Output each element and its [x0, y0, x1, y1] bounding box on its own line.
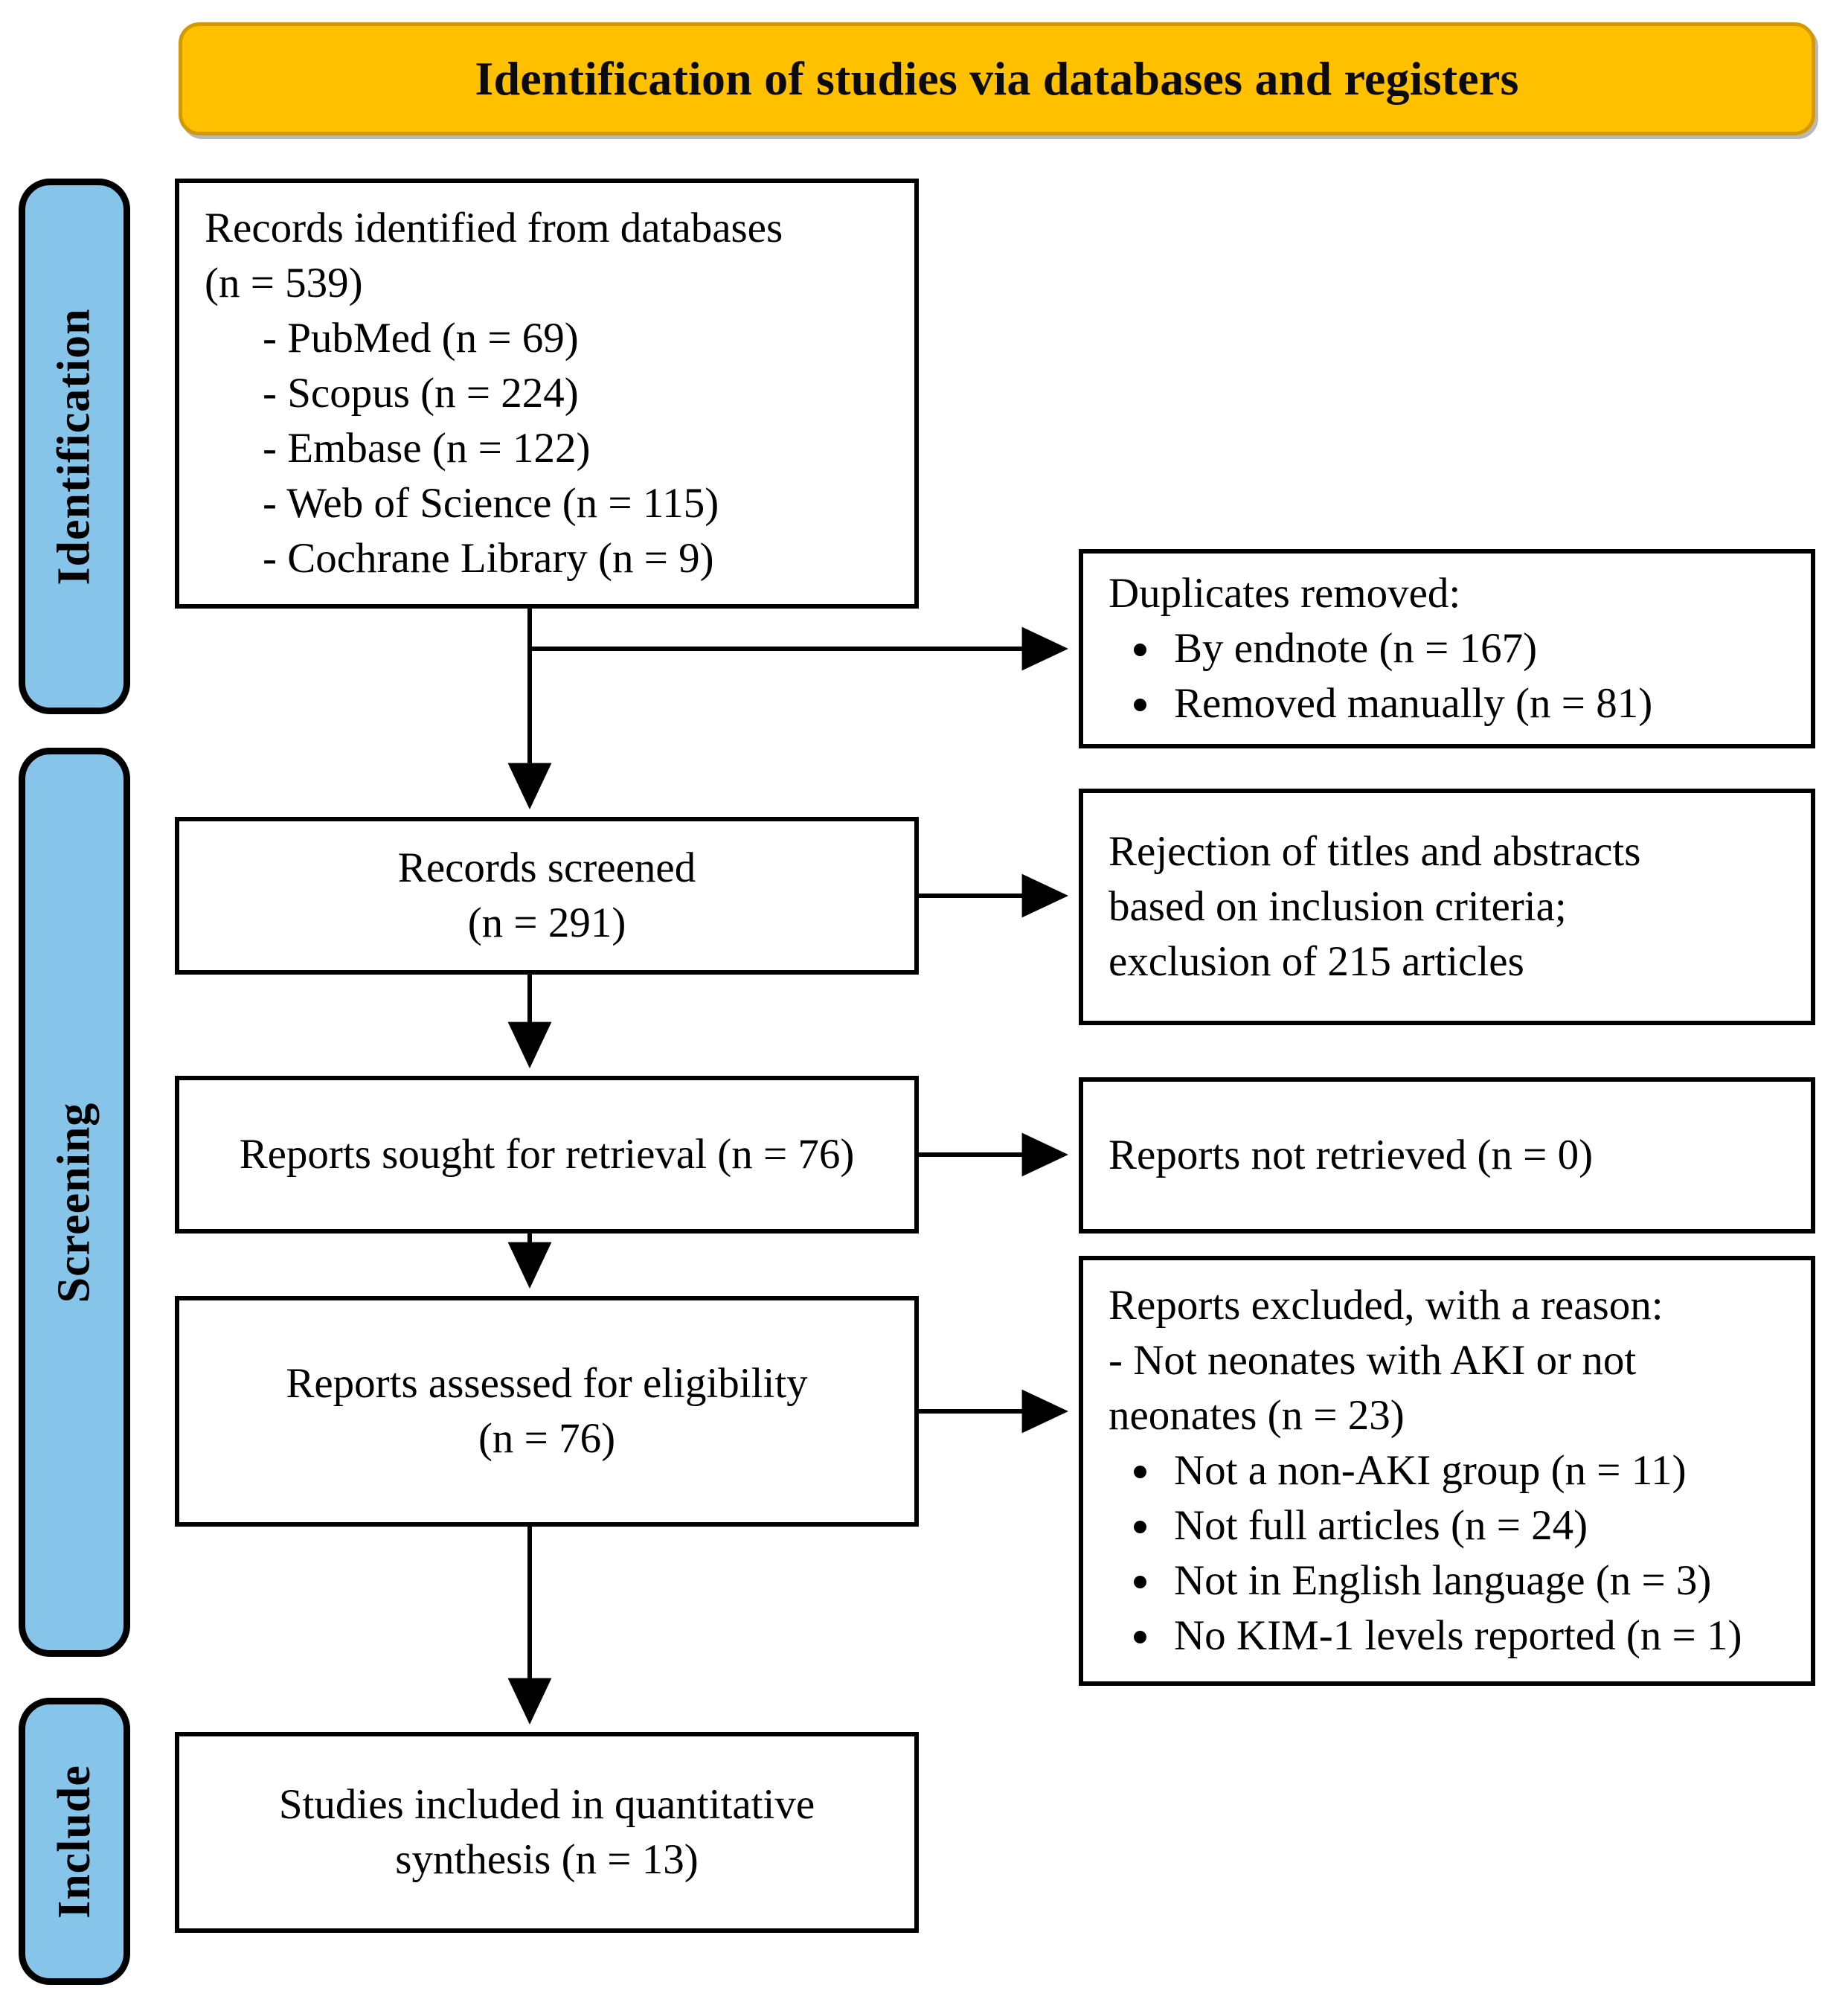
studies-included-line2: synthesis (n = 13) [395, 1836, 699, 1883]
box-reports-excluded: Reports excluded, with a reason: - Not n… [1079, 1256, 1815, 1686]
rejection-line3: exclusion of 215 articles [1109, 938, 1524, 986]
box-reports-not-retrieved: Reports not retrieved (n = 0) [1079, 1077, 1815, 1234]
stage-tab-include: Include [19, 1698, 130, 1985]
list-item: Not a non-AKI group (n = 11) [1109, 1443, 1786, 1498]
excluded-reason-line1: - Not neonates with AKI or not [1109, 1336, 1637, 1384]
list-item: - Scopus (n = 224) [263, 369, 579, 417]
stage-tab-include-label: Include [48, 1764, 100, 1919]
box-studies-included: Studies included in quantitative synthes… [175, 1732, 919, 1933]
diagram-title: Identification of studies via databases … [475, 52, 1519, 105]
excluded-reason-list: Not a non-AKI group (n = 11) Not full ar… [1109, 1443, 1786, 1664]
list-item: - Embase (n = 122) [263, 425, 591, 472]
records-identified-source-list: - PubMed (n = 69) - Scopus (n = 224) - E… [205, 311, 889, 586]
reports-assessed-label: Reports assessed for eligibility [286, 1359, 808, 1407]
records-screened-label: Records screened [397, 844, 696, 891]
box-records-screened: Records screened (n = 291) [175, 817, 919, 975]
excluded-reason-line2: neonates (n = 23) [1109, 1391, 1405, 1439]
duplicates-heading: Duplicates removed: [1109, 569, 1461, 617]
list-item: Not in English language (n = 3) [1109, 1553, 1786, 1608]
records-screened-count: (n = 291) [467, 899, 626, 946]
list-item: Not full articles (n = 24) [1109, 1498, 1786, 1553]
records-identified-count: (n = 539) [205, 259, 363, 307]
stage-tab-identification: Identification [19, 179, 130, 714]
list-item: Removed manually (n = 81) [1109, 676, 1786, 731]
reports-assessed-count: (n = 76) [478, 1415, 616, 1462]
excluded-heading: Reports excluded, with a reason: [1109, 1281, 1663, 1329]
rejection-line2: based on inclusion criteria; [1109, 882, 1567, 930]
rejection-line1: Rejection of titles and abstracts [1109, 827, 1641, 875]
reports-not-retrieved-label: Reports not retrieved (n = 0) [1109, 1131, 1594, 1178]
reports-sought-label: Reports sought for retrieval (n = 76) [239, 1130, 855, 1178]
stage-tab-identification-label: Identification [48, 307, 100, 586]
records-identified-line1: Records identified from databases [205, 204, 783, 251]
stage-tab-screening-label: Screening [48, 1102, 100, 1303]
box-rejection-titles-abstracts: Rejection of titles and abstracts based … [1079, 789, 1815, 1025]
studies-included-line1: Studies included in quantitative [278, 1780, 815, 1828]
list-item: By endnote (n = 167) [1109, 621, 1786, 676]
box-reports-sought-for-retrieval: Reports sought for retrieval (n = 76) [175, 1076, 919, 1234]
box-reports-assessed-for-eligibility: Reports assessed for eligibility (n = 76… [175, 1296, 919, 1527]
list-item: No KIM-1 levels reported (n = 1) [1109, 1608, 1786, 1664]
list-item: - Web of Science (n = 115) [263, 480, 719, 527]
duplicates-list: By endnote (n = 167) Removed manually (n… [1109, 621, 1786, 731]
box-records-identified: Records identified from databases (n = 5… [175, 179, 919, 609]
list-item: - Cochrane Library (n = 9) [263, 535, 714, 583]
diagram-header-banner: Identification of studies via databases … [179, 22, 1815, 135]
box-duplicates-removed: Duplicates removed: By endnote (n = 167)… [1079, 549, 1815, 748]
list-item: - PubMed (n = 69) [263, 314, 579, 362]
stage-tab-screening: Screening [19, 748, 130, 1657]
